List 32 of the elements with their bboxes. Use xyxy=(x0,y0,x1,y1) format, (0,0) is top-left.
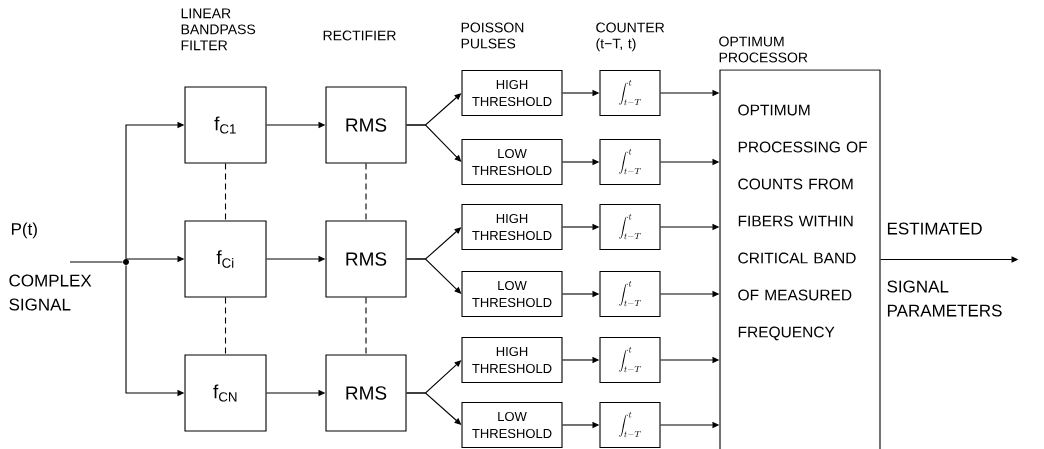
counter-box: $\int_{t-T}^{t}$ xyxy=(599,203,661,251)
filter-box: f$_{CN}$ xyxy=(184,354,267,432)
column-heading: COUNTER (t−T, t) xyxy=(596,22,665,52)
rectifier-box: RMS xyxy=(325,220,407,298)
threshold-box: LOW THRESHOLD xyxy=(461,138,563,186)
threshold-box: HIGH THRESHOLD xyxy=(461,203,563,251)
connector-line xyxy=(365,163,367,221)
connector-line xyxy=(365,297,367,355)
connector-line xyxy=(224,163,227,221)
counter-box: $\int_{t-T}^{t}$ xyxy=(599,401,661,449)
threshold-box: LOW THRESHOLD xyxy=(461,401,563,449)
counter-box: $\int_{t-T}^{t}$ xyxy=(599,69,661,117)
arrow xyxy=(406,124,462,162)
filter-box: f$_{Ci}$ xyxy=(184,220,267,298)
column-heading: RECTIFIER xyxy=(323,30,396,41)
signal-label: COMPLEX SIGNAL xyxy=(9,274,92,311)
connector-line xyxy=(69,261,123,263)
rectifier-box: RMS xyxy=(325,86,407,164)
column-heading: POISSON PULSES xyxy=(461,22,524,49)
processor-box: OPTIMUM PROCESSING OF COUNTS FROM FIBERS WITHIN CRITICAL BAND OF MEASURED FREQUENCY xyxy=(719,69,881,449)
column-heading: LINEAR BANDPASS FILTER xyxy=(181,8,256,51)
filter-box: f$_{C1}$ xyxy=(184,86,267,164)
counter-box: $\int_{t-T}^{t}$ xyxy=(599,138,661,186)
counter-box: $\int_{t-T}^{t}$ xyxy=(599,270,661,318)
box-heading: OPTIMUM PROCESSOR xyxy=(719,36,808,63)
threshold-box: HIGH THRESHOLD xyxy=(461,69,563,117)
threshold-box: LOW THRESHOLD xyxy=(461,270,563,318)
rectifier-box: RMS xyxy=(325,354,407,432)
counter-box: $\int_{t-T}^{t}$ xyxy=(599,336,661,384)
signal-label: P(t) xyxy=(11,222,37,239)
threshold-box: HIGH THRESHOLD xyxy=(461,336,563,384)
connector-line xyxy=(224,297,227,355)
